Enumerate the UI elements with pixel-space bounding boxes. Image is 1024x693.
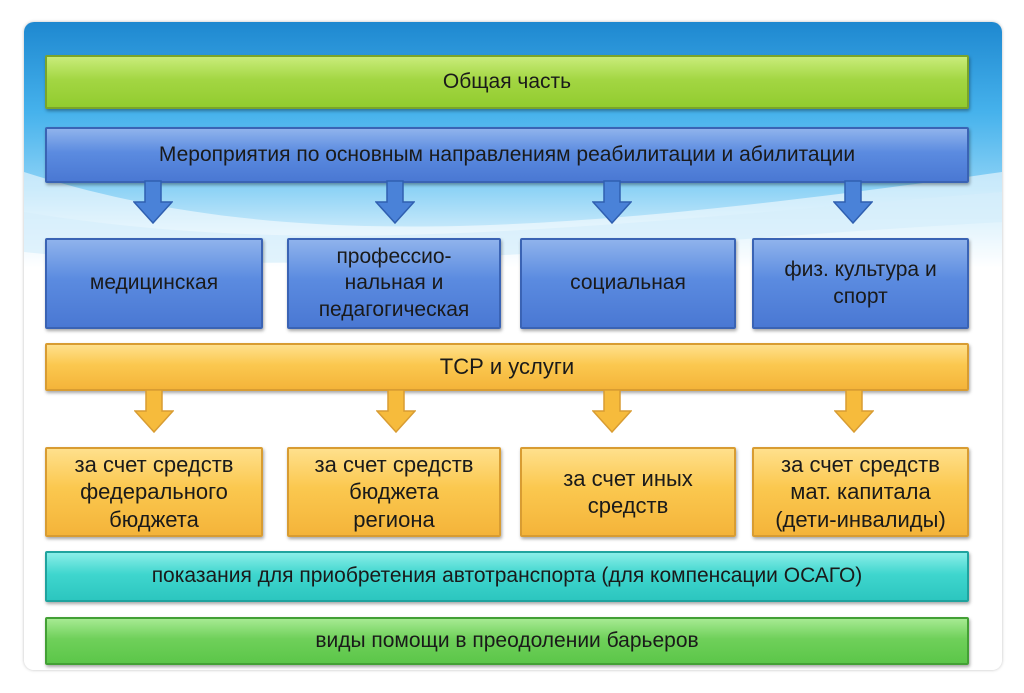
arrow-down-blue-3 (592, 180, 632, 224)
funding-label: за счет средств мат. капитала (дети-инва… (775, 451, 946, 532)
arrow-down-blue-2 (375, 180, 415, 224)
direction-box-social: социальная (520, 238, 736, 329)
arrow-down-blue-4 (833, 180, 873, 224)
arrow-down-blue-1 (133, 180, 173, 224)
funding-box-maternity-capital: за счет средств мат. капитала (дети-инва… (752, 447, 969, 537)
direction-label: медицинская (89, 271, 219, 295)
arrow-down-orange-3 (592, 389, 632, 433)
direction-box-sport: физ. культура и спорт (752, 238, 969, 329)
arrow-down-orange-1 (134, 389, 174, 433)
general-part-label: Общая часть (442, 69, 572, 93)
general-part-box: Общая часть (45, 55, 969, 109)
tsr-services-box: ТСР и услуги (45, 343, 969, 391)
funding-box-regional: за счет средств бюджета региона (287, 447, 501, 537)
funding-label: за счет средств бюджета региона (314, 451, 474, 532)
direction-box-medical: медицинская (45, 238, 263, 329)
measures-label: Мероприятия по основным направлениям реа… (158, 142, 856, 166)
funding-box-federal: за счет средств федерального бюджета (45, 447, 263, 537)
direction-box-professional: профессио- нальная и педагогическая (287, 238, 501, 329)
direction-label: физ. культура и спорт (784, 258, 937, 308)
funding-box-other: за счет иных средств (520, 447, 736, 537)
direction-label: социальная (570, 271, 686, 295)
vehicle-indications-box: показания для приобретения автотранспорт… (45, 551, 969, 602)
barriers-help-label: виды помощи в преодолении барьеров (315, 628, 699, 652)
wave-decoration (24, 172, 1002, 322)
direction-label: профессио- нальная и педагогическая (318, 245, 470, 321)
funding-label: за счет иных средств (563, 465, 693, 519)
arrow-down-orange-4 (834, 389, 874, 433)
arrow-down-orange-2 (376, 389, 416, 433)
measures-box: Мероприятия по основным направлениям реа… (45, 127, 969, 183)
funding-label: за счет средств федерального бюджета (74, 451, 234, 532)
vehicle-indications-label: показания для приобретения автотранспорт… (151, 564, 863, 588)
tsr-services-label: ТСР и услуги (439, 354, 575, 380)
barriers-help-box: виды помощи в преодолении барьеров (45, 617, 969, 665)
